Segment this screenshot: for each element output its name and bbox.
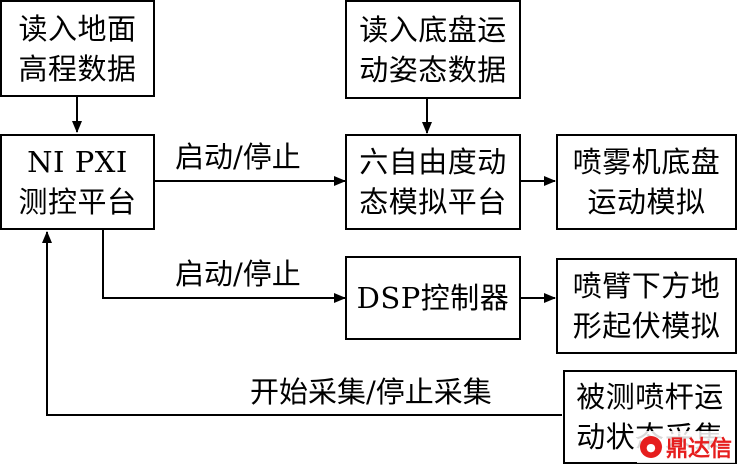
node-label: 喷雾机底盘 运动模拟	[572, 145, 721, 219]
watermark-logo-icon: ●	[639, 436, 662, 458]
node-six-dof-platform: 六自由度动 态模拟平台	[345, 134, 521, 230]
watermark: ● 鼎达信	[636, 431, 735, 463]
edge-label-acquire: 开始采集/停止采集	[250, 375, 492, 409]
node-boom-terrain-sim: 喷臂下方地 形起伏模拟	[556, 258, 737, 354]
watermark-text: 鼎达信	[665, 437, 732, 462]
arrow-measure-to-pxi	[42, 231, 562, 416]
node-label: 六自由度动 态模拟平台	[359, 145, 507, 219]
node-label: DSP控制器	[356, 281, 510, 315]
node-label: NI PXI 测控平台	[18, 145, 137, 219]
node-read-ground-elevation: 读入地面 高程数据	[0, 0, 155, 97]
node-ni-pxi-platform: NI PXI 测控平台	[0, 134, 155, 230]
node-label: 读入底盘运 动姿态数据	[359, 12, 507, 87]
node-sprayer-chassis-sim: 喷雾机底盘 运动模拟	[556, 134, 737, 230]
edge-label-start-stop-mid: 启动/停止	[175, 257, 301, 291]
node-read-chassis-attitude: 读入底盘运 动姿态数据	[345, 0, 521, 99]
arrow-pxi-to-dsp	[102, 230, 346, 303]
node-label: 读入地面 高程数据	[18, 11, 137, 86]
node-dsp-controller: DSP控制器	[345, 256, 521, 340]
edge-label-start-stop-top: 启动/停止	[175, 140, 301, 174]
node-label: 喷臂下方地 形起伏模拟	[572, 269, 721, 343]
